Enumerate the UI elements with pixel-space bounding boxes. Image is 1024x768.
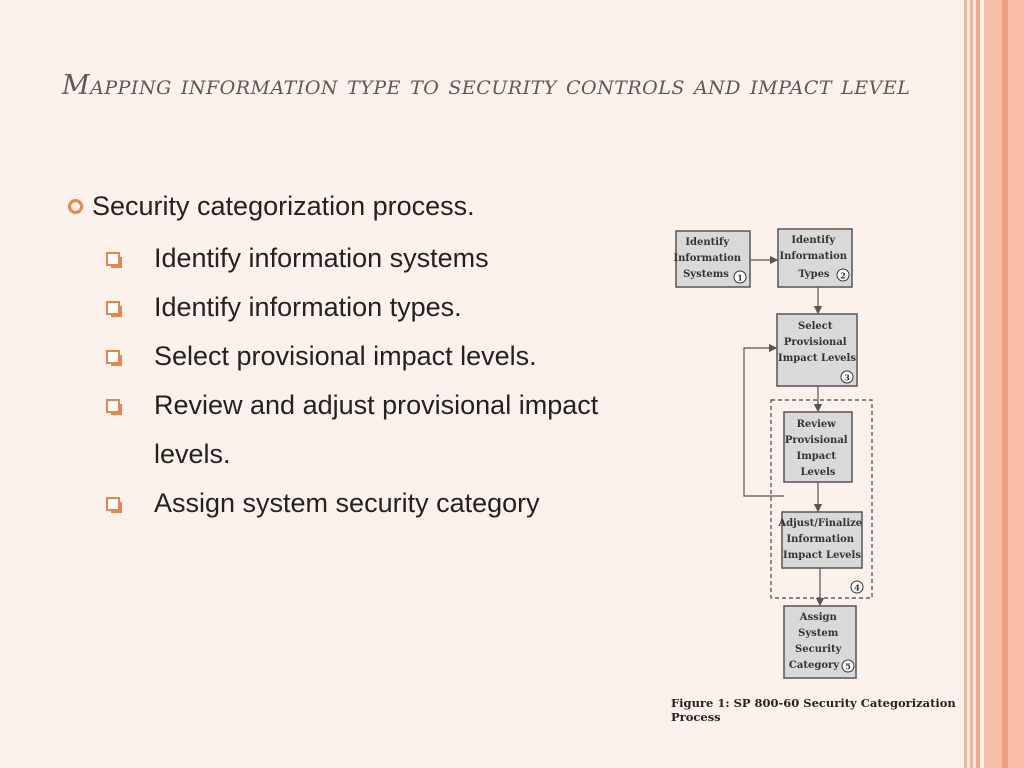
box-review-provisional (783, 411, 853, 483)
box-text: Adjust/Finalize Information Impact Level… (777, 518, 865, 561)
box-text: Review Provisional Impact Levels (785, 419, 851, 478)
sub-bullet-item: Assign system security category (68, 479, 628, 528)
stripe (964, 0, 967, 768)
box-text: Assign System Security Category (789, 612, 845, 671)
bullet-text: Security categorization process. (92, 191, 475, 221)
sub-bullet-text: Identify information types. (154, 292, 462, 322)
stripe (1002, 0, 1008, 768)
step-badge: 3 (840, 370, 854, 384)
sub-bullet-item: Select provisional impact levels. (68, 332, 628, 381)
sub-bullet-text: Assign system security category (154, 488, 540, 518)
svg-text:3: 3 (844, 373, 850, 383)
svg-text:4: 4 (854, 583, 860, 593)
checkbox-bullet-icon (106, 497, 122, 513)
checkbox-bullet-icon (106, 399, 122, 415)
sub-bullet-item: Review and adjust provisional impact lev… (68, 381, 628, 479)
step-badge: 5 (841, 659, 855, 673)
slide-title: Mapping information type to security con… (62, 70, 911, 101)
sub-bullet-text: Select provisional impact levels. (154, 341, 537, 371)
svg-text:1: 1 (737, 273, 743, 283)
box-text: Select Provisional Impact Levels (778, 321, 856, 364)
dashed-group-4 (770, 399, 873, 599)
bullet-list: Security categorization process. Identif… (68, 186, 628, 528)
box-adjust-finalize (781, 511, 863, 569)
sub-bullet-text: Review and adjust provisional impact lev… (154, 390, 599, 469)
sub-bullet-list: Identify information systems Identify in… (68, 234, 628, 528)
checkbox-bullet-icon (106, 252, 122, 268)
stripe (976, 0, 980, 768)
box-text: Identify Information Systems (673, 237, 744, 280)
svg-text:5: 5 (845, 662, 851, 672)
ring-bullet-icon (68, 199, 83, 214)
feedback-arrow (743, 343, 784, 497)
checkbox-bullet-icon (106, 301, 122, 317)
step-badge: 4 (850, 580, 864, 594)
decorative-stripes (964, 0, 1024, 768)
sub-bullet-text: Identify information systems (154, 243, 489, 273)
checkbox-bullet-icon (106, 350, 122, 366)
step-badge: 2 (836, 268, 850, 282)
figure-caption: Figure 1: SP 800-60 Security Categorizat… (671, 696, 956, 724)
svg-text:2: 2 (840, 271, 846, 281)
sub-bullet-item: Identify information types. (68, 283, 628, 332)
stripe (970, 0, 973, 768)
sub-bullet-item: Identify information systems (68, 234, 628, 283)
bullet-item: Security categorization process. (68, 186, 628, 226)
step-badge: 1 (733, 270, 747, 284)
flow-chart: Identify Information Systems Identify In… (673, 228, 873, 679)
categorization-diagram: Identify Information Systems Identify In… (660, 220, 960, 720)
box-text: Identify Information Types (779, 235, 850, 280)
